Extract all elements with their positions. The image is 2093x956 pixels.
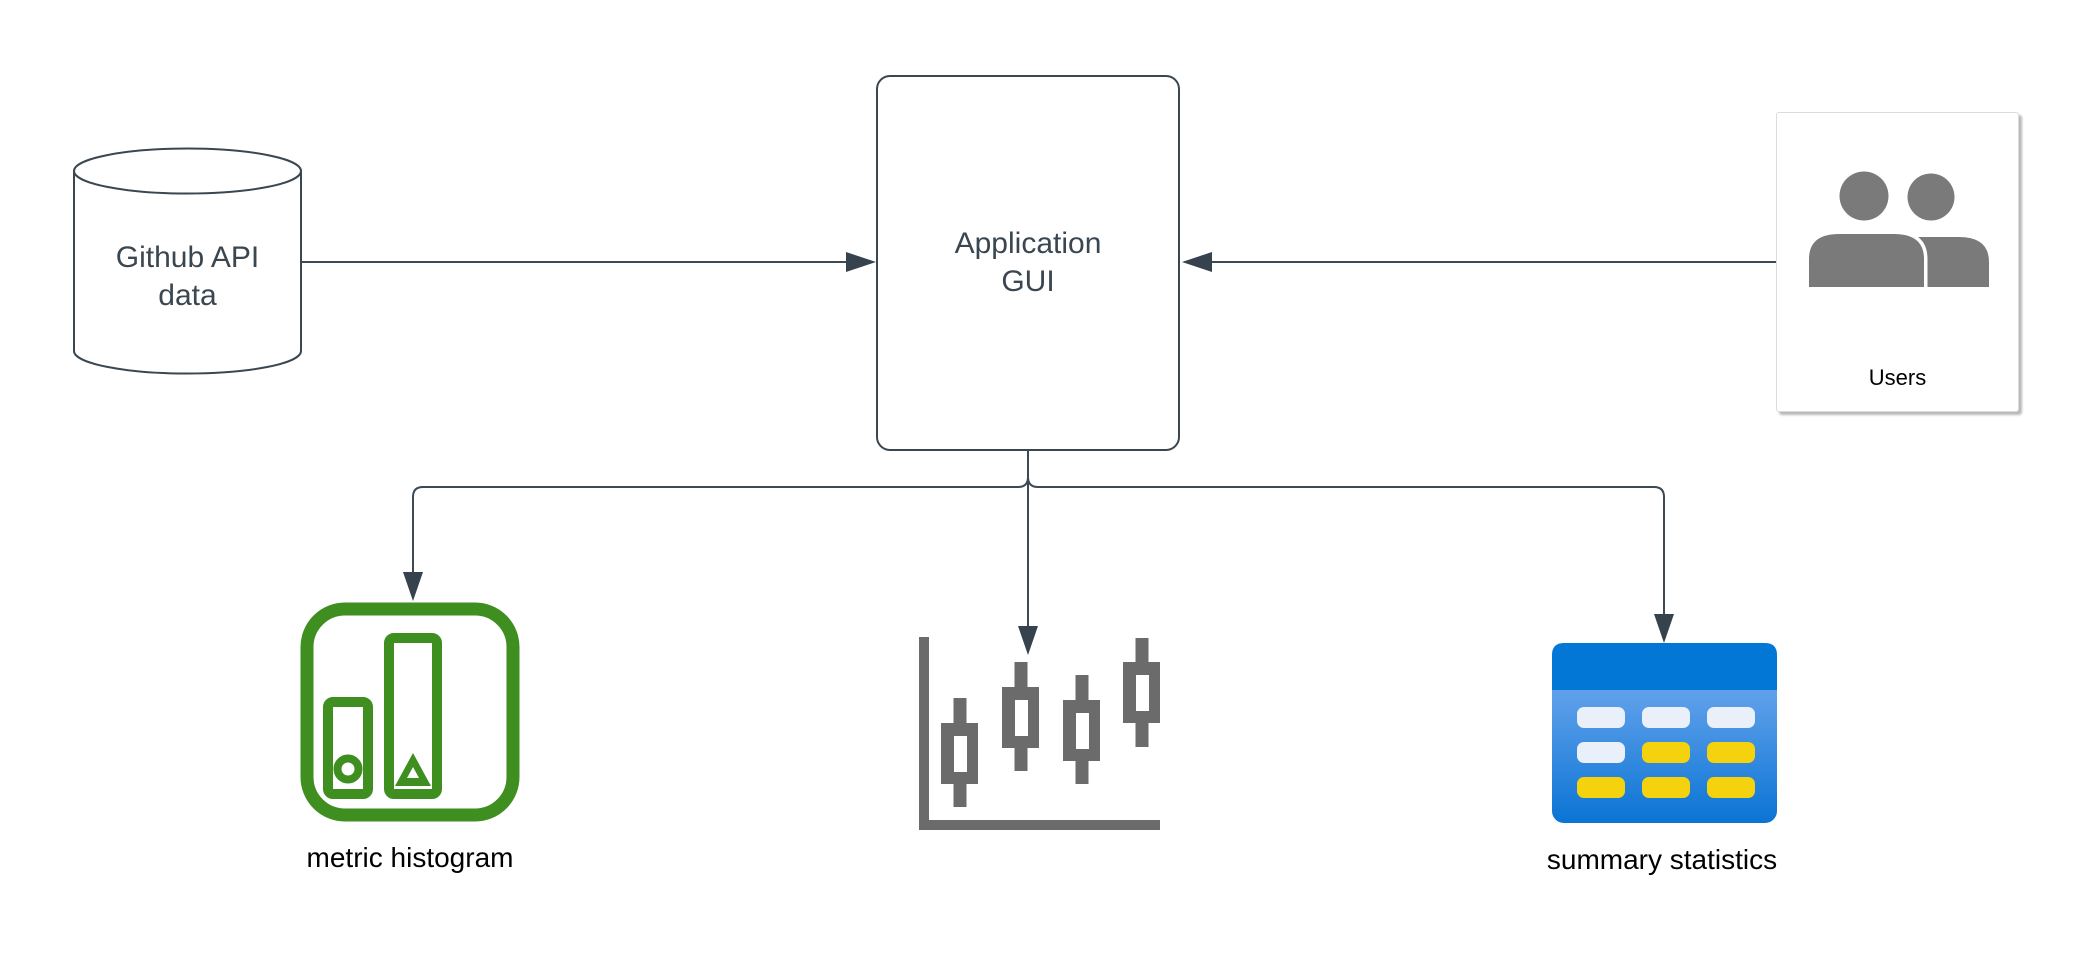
table-icon [1552, 643, 1777, 823]
edge-gui-to-histogram [403, 451, 1029, 601]
node-summary-statistics [1552, 643, 1777, 823]
arrowhead-right [846, 252, 876, 272]
edge-github-to-gui [302, 252, 876, 272]
application-gui-label: Application GUI [954, 226, 1102, 298]
histogram-icon [300, 602, 520, 822]
github-api-data-text: Github API data [115, 240, 260, 312]
github-api-data-label: Github API data [72, 147, 303, 377]
arrowhead-down [403, 572, 423, 601]
node-candlestick-plot [916, 632, 1164, 832]
edge-users-to-gui [1182, 252, 1776, 272]
users-icon [1807, 171, 1989, 287]
arrowhead-down [1654, 614, 1674, 643]
candlestick-chart-icon [919, 637, 1160, 830]
users-label: Users [1868, 365, 1927, 390]
edge-gui-to-candlestick [1018, 451, 1038, 655]
node-application-gui: Application GUI [876, 75, 1180, 451]
metric-histogram-label: metric histogram [306, 842, 514, 873]
summary-statistics-label: summary statistics [1546, 844, 1778, 875]
edge-gui-to-summary [1027, 451, 1674, 643]
database-cylinder-icon [73, 147, 302, 375]
arrowhead-left [1182, 252, 1212, 272]
node-metric-histogram [300, 602, 520, 822]
node-github-api-data [72, 147, 303, 377]
node-users: Users [1776, 112, 2019, 412]
